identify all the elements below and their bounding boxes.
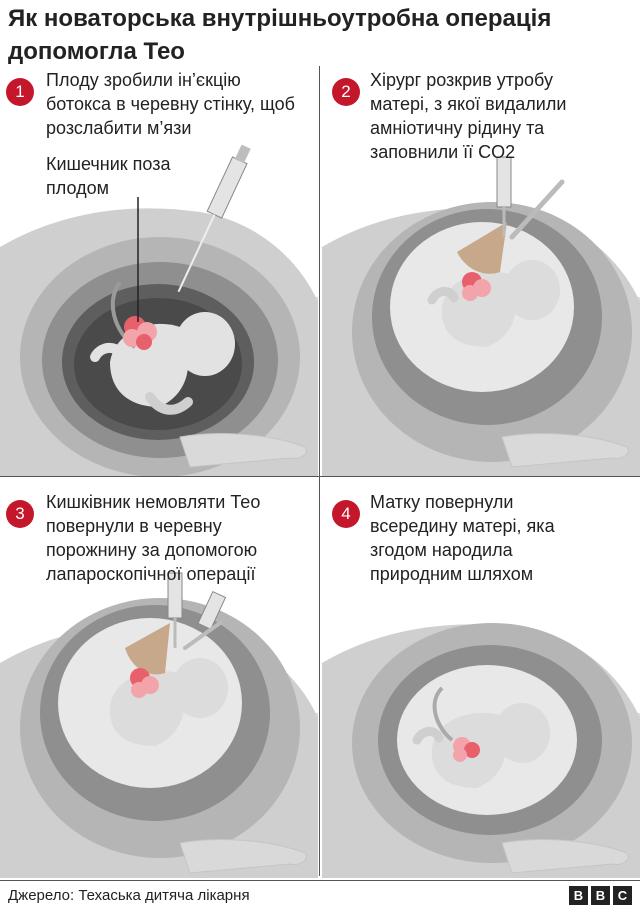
step-panel-4 (322, 478, 640, 892)
intestine-illustration (462, 272, 491, 301)
bbc-logo-letter-3: C (613, 886, 632, 905)
intestine-illustration (453, 737, 480, 762)
intestine-illustration (123, 316, 157, 350)
step-text-2: Хірург розкрив утробу матері, з якої вид… (370, 70, 567, 162)
step-badge-1: 1 (6, 78, 34, 106)
fetus-illustration (427, 260, 560, 347)
intestine-illustration (130, 668, 159, 698)
hand-illustration (179, 433, 307, 468)
step-1-illustration (0, 144, 318, 476)
horizontal-divider (0, 476, 640, 477)
syringe-icon (177, 144, 251, 293)
step-badge-2: 2 (332, 78, 360, 106)
step-panel-2 (322, 62, 640, 476)
step-panel-1 (0, 62, 318, 476)
intestine-callout: Кишечник поза плодом (46, 154, 171, 198)
hand-illustration (179, 839, 307, 874)
step-badge-3: 3 (6, 500, 34, 528)
hand-illustration (501, 839, 629, 874)
page-title: Як новаторська внутрішньоутробна операці… (8, 5, 552, 65)
step-panel-3 (0, 478, 318, 892)
step-3-illustration (0, 572, 318, 878)
bbc-logo-letter-1: B (569, 886, 588, 905)
step-text-4: Матку повернули всередину матері, яка зг… (370, 492, 555, 584)
hand-illustration (501, 433, 629, 468)
step-text-3: Кишківник немовляти Тео повернули в чере… (46, 492, 261, 584)
vertical-divider (319, 66, 320, 876)
step-2-illustration (322, 156, 640, 476)
step-4-illustration (322, 623, 640, 878)
syringe-icon (496, 156, 565, 240)
bbc-logo-letter-2: B (591, 886, 610, 905)
step-badge-4: 4 (332, 500, 360, 528)
patch-illustration (125, 623, 170, 675)
source-note: Джерело: Техаська дитяча лікарня (8, 887, 250, 904)
footer-divider (0, 880, 640, 881)
step-text-1: Плоду зробили ін’єкцію ботокса в черевну… (46, 70, 295, 138)
patch-illustration (457, 222, 507, 274)
fetus-illustration (109, 658, 228, 746)
bbc-logo: B B C (569, 886, 632, 905)
syringe-icon (167, 572, 227, 650)
